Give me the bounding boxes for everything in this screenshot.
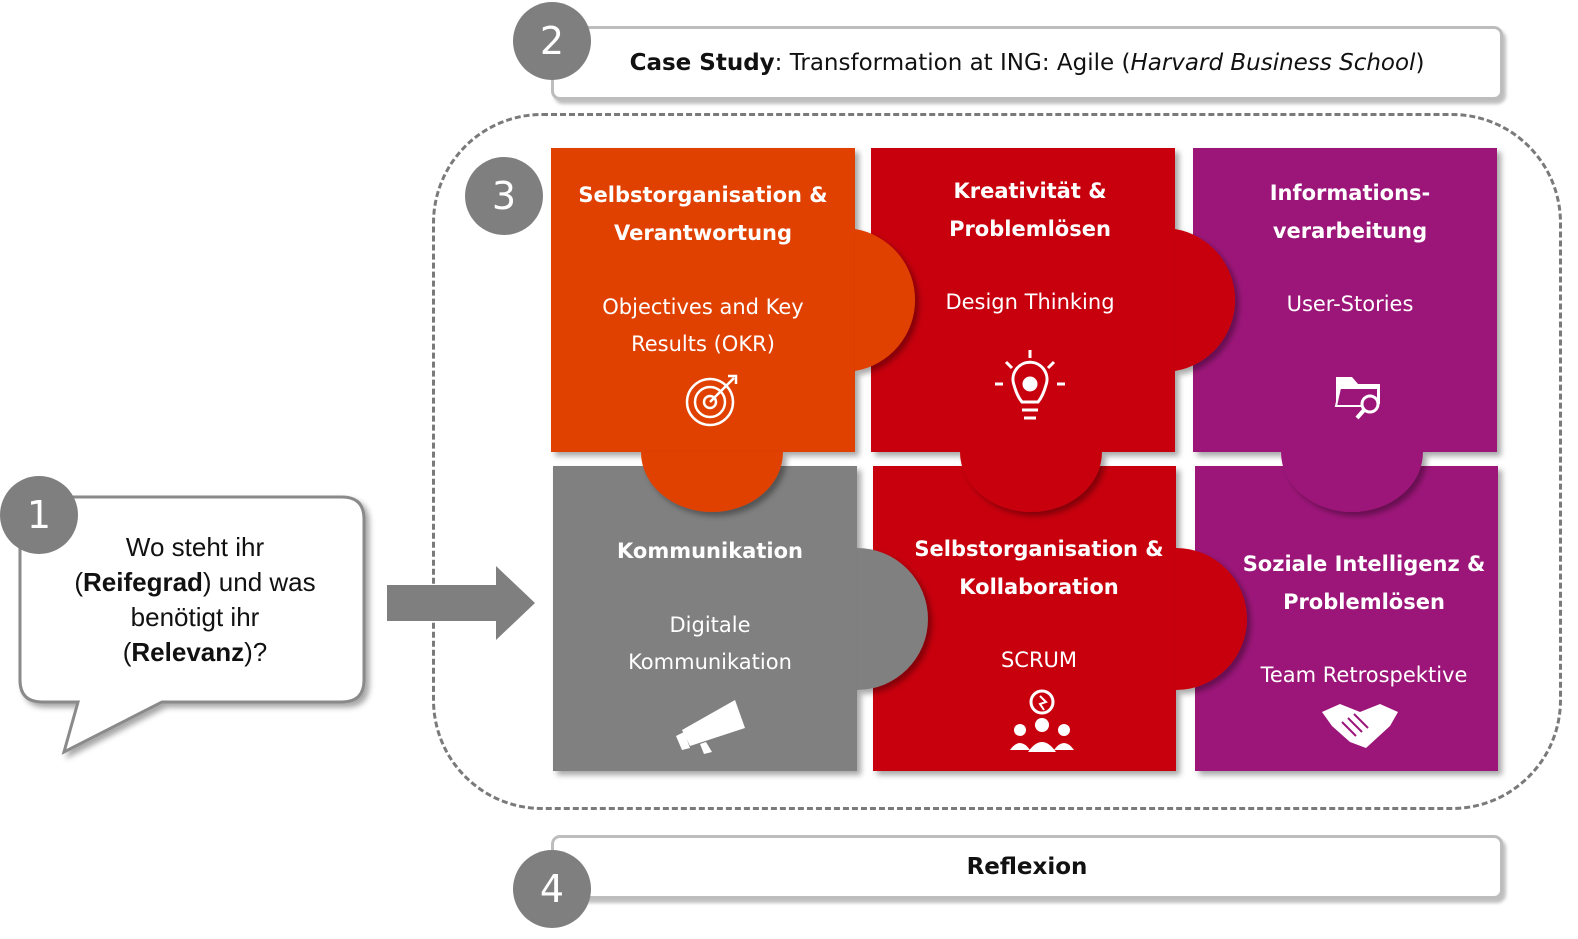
piece-kommunikation [553,466,857,771]
bubble-text: Wo steht ihr (Reifegrad) und was benötig… [30,530,360,670]
piece-okr-sub-1: Objectives and Key [602,295,804,319]
target-icon [685,374,738,427]
bubble-line-4-rest: )? [244,637,268,667]
lightbulb-gear-icon [995,350,1065,420]
piece-retro-sub-1: Team Retrospektive [1260,663,1468,687]
piece-design-thinking [871,148,1175,452]
piece-okr-sub-2: Results (OKR) [631,332,775,356]
piece-user-stories [1193,148,1497,452]
reflexion-label: Reflexion [966,854,1088,880]
bubble-line-3: benötigt ihr [130,602,260,632]
reflexion-banner: Reflexion [551,835,1503,899]
case-study-source: Harvard Business School [1130,50,1416,76]
step-1-circle: 1 [0,476,78,554]
piece-okr-title-1: Selbstorganisation & [578,183,828,207]
bubble-reifegrad: Reifegrad [83,567,203,597]
piece-scrum-sub-1: SCRUM [1000,648,1078,672]
case-study-text: : Transformation at ING: Agile ( [774,50,1131,76]
tab-okr-right [855,229,916,371]
tab-design-right [1175,229,1236,371]
step-3-circle: 3 [465,157,543,235]
bubble-line-1: Wo steht ihr [125,532,265,562]
case-study-label: Case Study [629,50,775,76]
piece-user-sub-1: User-Stories [1286,292,1414,316]
piece-komm-title-1: Kommunikation [617,539,803,563]
piece-komm-text: Kommunikation Digitale Kommunikation [560,532,860,681]
piece-design-text: Kreativität & Problemlösen Design Thinki… [880,172,1180,321]
piece-okr-title-2: Verantwortung [613,221,793,245]
piece-user-title-1: Informations- [1269,181,1431,205]
case-study-banner: Case Study: Transformation at ING: Agile… [551,26,1503,100]
arrow-right [387,566,535,640]
piece-retro-title-2: Problemlösen [1283,590,1445,614]
piece-design-title-2: Problemlösen [949,217,1111,241]
step-4-circle: 4 [513,850,591,928]
piece-scrum-title-1: Selbstorganisation & [914,537,1164,561]
piece-okr [551,148,855,452]
piece-komm-sub-2: Kommunikation [628,650,792,674]
tab-scrum-right [1176,548,1247,690]
tab-design-down [960,452,1102,512]
tab-user-down [1281,452,1423,512]
piece-okr-text: Selbstorganisation & Verantwortung Objec… [553,176,853,363]
piece-user-text: Informations- verarbeitung User-Stories [1200,174,1500,323]
piece-design-title-1: Kreativität & [953,179,1107,203]
case-study-close: ) [1415,50,1425,76]
puzzle-frame [432,113,1562,810]
bubble-paren-1: ( [74,567,83,597]
step-2-circle: 2 [513,2,591,80]
piece-scrum [873,466,1176,771]
handshake-icon [1322,704,1398,748]
piece-scrum-text: Selbstorganisation & Kollaboration SCRUM [889,530,1189,679]
bubble-line-4: (Relevanz)? [30,635,360,670]
piece-scrum-title-2: Kollaboration [959,575,1119,599]
team-idea-icon [1010,689,1074,752]
piece-retro-text: Soziale Intelligenz & Problemlösen Team … [1214,545,1514,694]
tab-okr-down [641,452,783,512]
megaphone-icon [676,700,745,754]
bubble-line-2: (Reifegrad) und was [30,565,360,600]
piece-user-title-2: verarbeitung [1272,219,1428,243]
tab-kommunikation-right [857,548,928,690]
piece-team-retro [1195,466,1498,771]
bubble-relevanz: Relevanz [131,637,245,667]
bubble-paren-2: ( [122,637,132,667]
piece-komm-sub-1: Digitale [669,613,751,637]
bubble-line-2-rest: ) und was [202,567,316,597]
piece-retro-title-1: Soziale Intelligenz & [1242,552,1486,576]
piece-design-sub-1: Design Thinking [945,290,1115,314]
folder-search-icon [1334,377,1380,420]
